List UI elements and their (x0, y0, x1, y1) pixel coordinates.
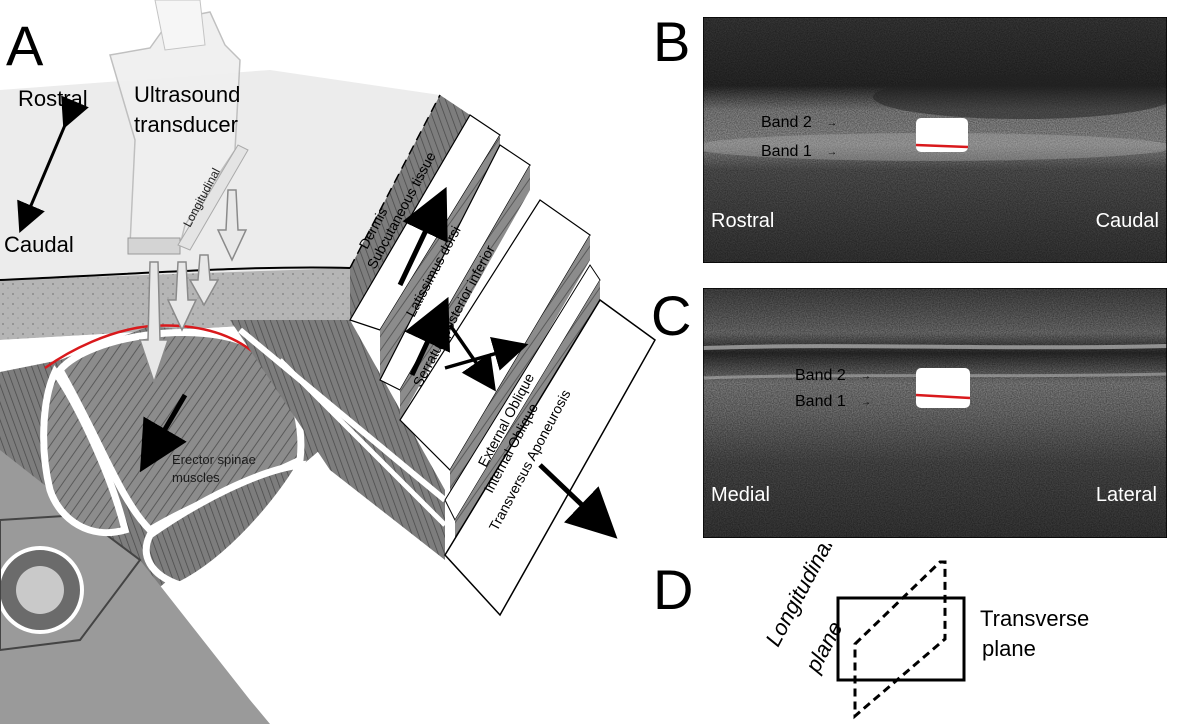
lateral-label-c: Lateral (1096, 484, 1157, 506)
panel-c-ultrasound: Band 2 → Band 1 → Medial Lateral (703, 288, 1167, 538)
band1-label-b: Band 1 (761, 143, 812, 160)
transducer-label-line2: transducer (134, 112, 238, 137)
erector-spinae-label-line1: Erector spinae (172, 452, 256, 467)
transducer-label-line1: Ultrasound (134, 82, 240, 107)
erector-spinae-label-line2: muscles (172, 470, 220, 485)
panel-d-plane-diagram: Longitudinal plane Transverse plane (760, 544, 1089, 720)
band1-arrow-c: → (861, 397, 871, 408)
panel-a-letter: A (6, 14, 44, 77)
band2-arrow-b: → (827, 118, 837, 129)
medial-label-c: Medial (711, 484, 770, 506)
longitudinal-plane-label-line2: plane (800, 617, 848, 677)
longitudinal-plane-parallelogram (853, 560, 947, 720)
band1-arrow-b: → (827, 147, 837, 158)
band1-label-c: Band 1 (795, 393, 846, 410)
caudal-label-b: Caudal (1096, 210, 1159, 232)
transverse-plane-label-line2: plane (982, 636, 1036, 661)
panel-a-illustration: Rostral Caudal Ultrasound transducer Lon… (0, 0, 656, 724)
band2-label-b: Band 2 (761, 114, 812, 131)
direction-rostral-label: Rostral (18, 86, 88, 111)
panel-c-letter: C (651, 284, 692, 347)
transverse-plane-label-line1: Transverse (980, 606, 1089, 631)
panel-b-ultrasound: Band 2 → Band 1 → Rostral Caudal (703, 17, 1167, 263)
panel-d-letter: D (653, 558, 694, 621)
band2-arrow-c: → (861, 371, 871, 382)
rostral-label-b: Rostral (711, 210, 774, 232)
direction-caudal-label: Caudal (4, 232, 74, 257)
panel-b-letter: B (653, 10, 691, 73)
band2-label-c: Band 2 (795, 367, 846, 384)
